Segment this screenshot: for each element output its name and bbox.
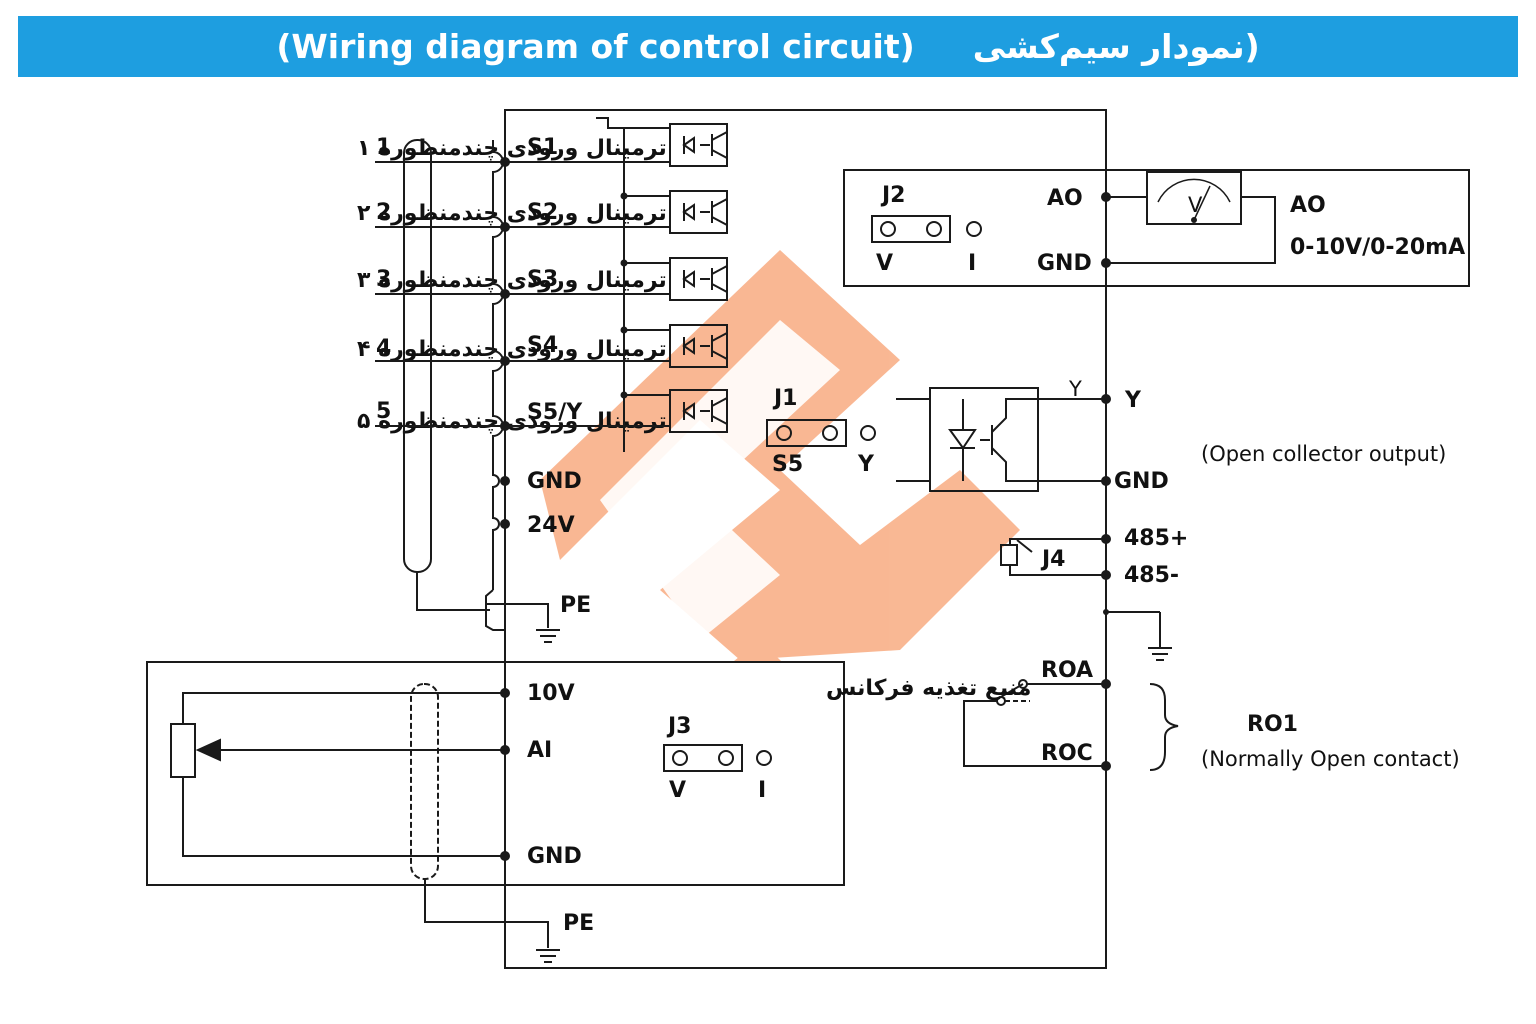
j2-pin [966,221,982,237]
terminal-s2: S2 [527,200,558,225]
oc-transistor-icon [896,387,1039,492]
terminal-ai: AI [527,738,552,763]
input-label: ترمینال ورودی چندمنظوره ۴ [357,337,667,362]
j2-pin [880,221,896,237]
terminal-y: Y [1124,388,1142,413]
terminal-oc-gnd: GND [1114,469,1169,494]
ao-box [843,169,1470,287]
oc-y-small: Y [1068,377,1082,401]
terminal-pe: PE [560,593,591,618]
terminal-485-plus: 485+ [1124,526,1188,551]
j1-pin [822,425,838,441]
input-row-2: ترمینال ورودی چندمنظوره ۲ 2 [357,200,667,228]
input-row-4: ترمینال ورودی چندمنظوره ۴ 4 [357,336,667,362]
freq-box [146,661,845,886]
optocoupler-icon [669,324,728,368]
title-english: (Wiring diagram of control circuit) [276,27,915,66]
terminal-s1: S1 [527,135,558,160]
terminal-10v: 10V [527,681,575,706]
terminal-s5y: S5/Y [527,400,583,425]
input-row-5: ترمینال ورودی چندمنظوره ۵ 5 [357,399,667,434]
optocoupler-icon [669,389,728,433]
optocoupler-icon [669,190,728,234]
watermark-shape-inner [600,320,840,640]
ground-icon-right [1148,647,1172,661]
j4-resistor-icon [1000,538,1106,576]
j3-v-label: V [669,778,686,803]
watermark-shape-outer [540,250,1020,660]
j2-label: J2 [880,183,906,208]
j4-label: J4 [1040,547,1066,572]
relay-contact-icon [963,679,1106,767]
input-number: 2 [376,200,391,225]
relay-brace [1149,683,1179,771]
header-bar: (Wiring diagram of control circuit) (نمود… [18,16,1518,77]
terminal-s4: S4 [527,333,558,358]
page-title: (Wiring diagram of control circuit) (نمود… [18,16,1518,77]
optocoupler-icon [669,257,728,301]
ground-icon-pe2 [536,949,560,963]
input-number: 1 [376,135,391,160]
voltmeter-icon [1146,171,1242,225]
input-row-3: ترمینال ورودی چندمنظوره ۳ 3 [357,267,667,295]
optocoupler-icon [669,123,728,167]
input-number: 3 [376,267,391,292]
relay-title: RO1 [1247,712,1298,737]
terminal-ao-gnd: GND [1037,251,1092,276]
terminal-s3: S3 [527,267,558,292]
j3-jumper [663,744,743,772]
potentiometer-icon [170,692,505,857]
j3-pin [672,750,688,766]
shield-ground-wire [416,572,490,611]
terminal-dot [1103,609,1109,615]
j1-label: J1 [772,386,798,411]
terminal-freq-gnd: GND [527,844,582,869]
j2-i-label: I [968,251,976,276]
j3-pin [718,750,734,766]
relay-note: (Normally Open contact) [1201,747,1460,771]
input-number: 5 [376,399,391,424]
j2-v-label: V [876,251,893,276]
terminal-pe2: PE [563,911,594,936]
input-label: ترمینال ورودی چندمنظوره ۳ [357,268,667,293]
j1-s5-label: S5 [772,452,803,477]
terminal-roa: ROA [1041,658,1093,683]
input-label: ترمینال ورودی چندمنظوره ۵ [357,409,667,434]
j1-pin [860,425,876,441]
input-label: ترمینال ورودی چندمنظوره ۱ [357,136,667,161]
input-label: ترمینال ورودی چندمنظوره ۲ [357,201,667,226]
j1-jumper [766,419,847,447]
j1-pin [776,425,792,441]
j3-pin [756,750,772,766]
terminal-ao: AO [1047,186,1083,211]
pe-stub [485,589,549,631]
title-persian: (نمودار سیم‌کشی [972,27,1260,66]
voltmeter-label: V [1188,193,1203,217]
terminal-roc: ROC [1041,741,1093,766]
oc-note: (Open collector output) [1201,442,1446,466]
terminal-24v: 24V [527,513,575,538]
terminal-gnd: GND [527,469,582,494]
opto-wires [505,117,670,452]
input-row-1: ترمینال ورودی چندمنظوره ۱ 1 [357,135,667,163]
ground-icon-pe1 [536,629,560,643]
terminal-dot [1101,476,1111,486]
ao-right-range: 0-10V/0-20mA [1290,235,1465,260]
ao-right-title: AO [1290,193,1326,218]
terminal-dot [1101,394,1111,404]
terminal-485-minus: 485- [1124,563,1179,588]
freq-title: منبع تغذیه فرکانس [826,676,1031,701]
j2-jumper [871,215,951,243]
j3-i-label: I [758,778,766,803]
j3-label: J3 [666,714,692,739]
j1-y-label: Y [857,452,875,477]
opto-junctions [620,192,628,399]
common-bus [492,140,504,590]
j2-pin [926,221,942,237]
input-number: 4 [376,336,391,361]
